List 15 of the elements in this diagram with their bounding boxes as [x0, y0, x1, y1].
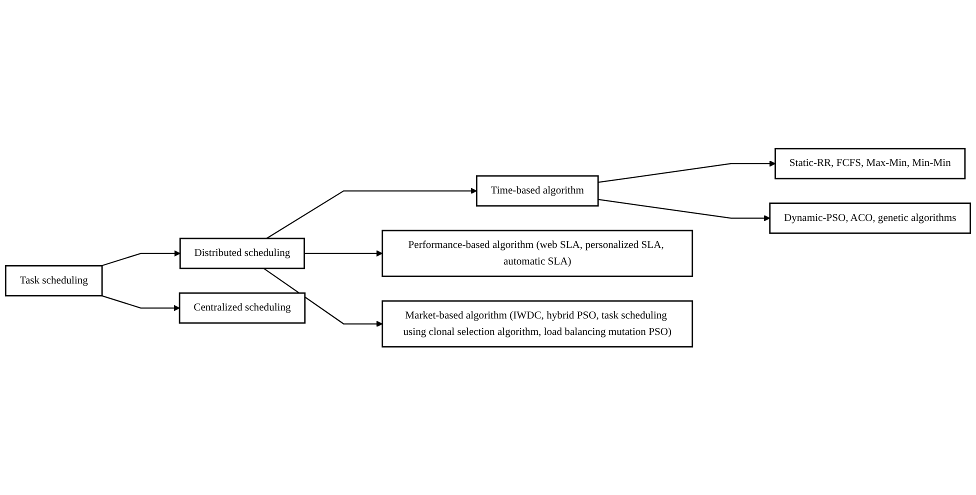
node-box: Market-based algorithm (IWDC, hybrid PSO, task scheduling using clonal selection algorithm, load balancing mutation PSO): [382, 300, 694, 348]
node-box: Static-RR, FCFS, Max-Min, Min-Min: [774, 148, 966, 180]
node-box: Performance-based algorithm (web SLA, personalized SLA, automatic SLA): [382, 230, 694, 277]
arrow: [304, 250, 383, 256]
node-box: Centralized scheduling: [178, 292, 306, 324]
node-box: Task scheduling: [4, 264, 103, 296]
node-box: Time-based algorithm: [476, 175, 599, 206]
node-box: Distributed scheduling: [179, 238, 305, 269]
arrow: [263, 268, 383, 327]
arrow: [266, 188, 477, 239]
arrow: [598, 198, 770, 222]
node-box: Dynamic-PSO, ACO, genetic algorithms: [769, 202, 972, 234]
arrow: [101, 250, 180, 266]
arrow: [598, 160, 776, 183]
arrow: [101, 294, 180, 311]
